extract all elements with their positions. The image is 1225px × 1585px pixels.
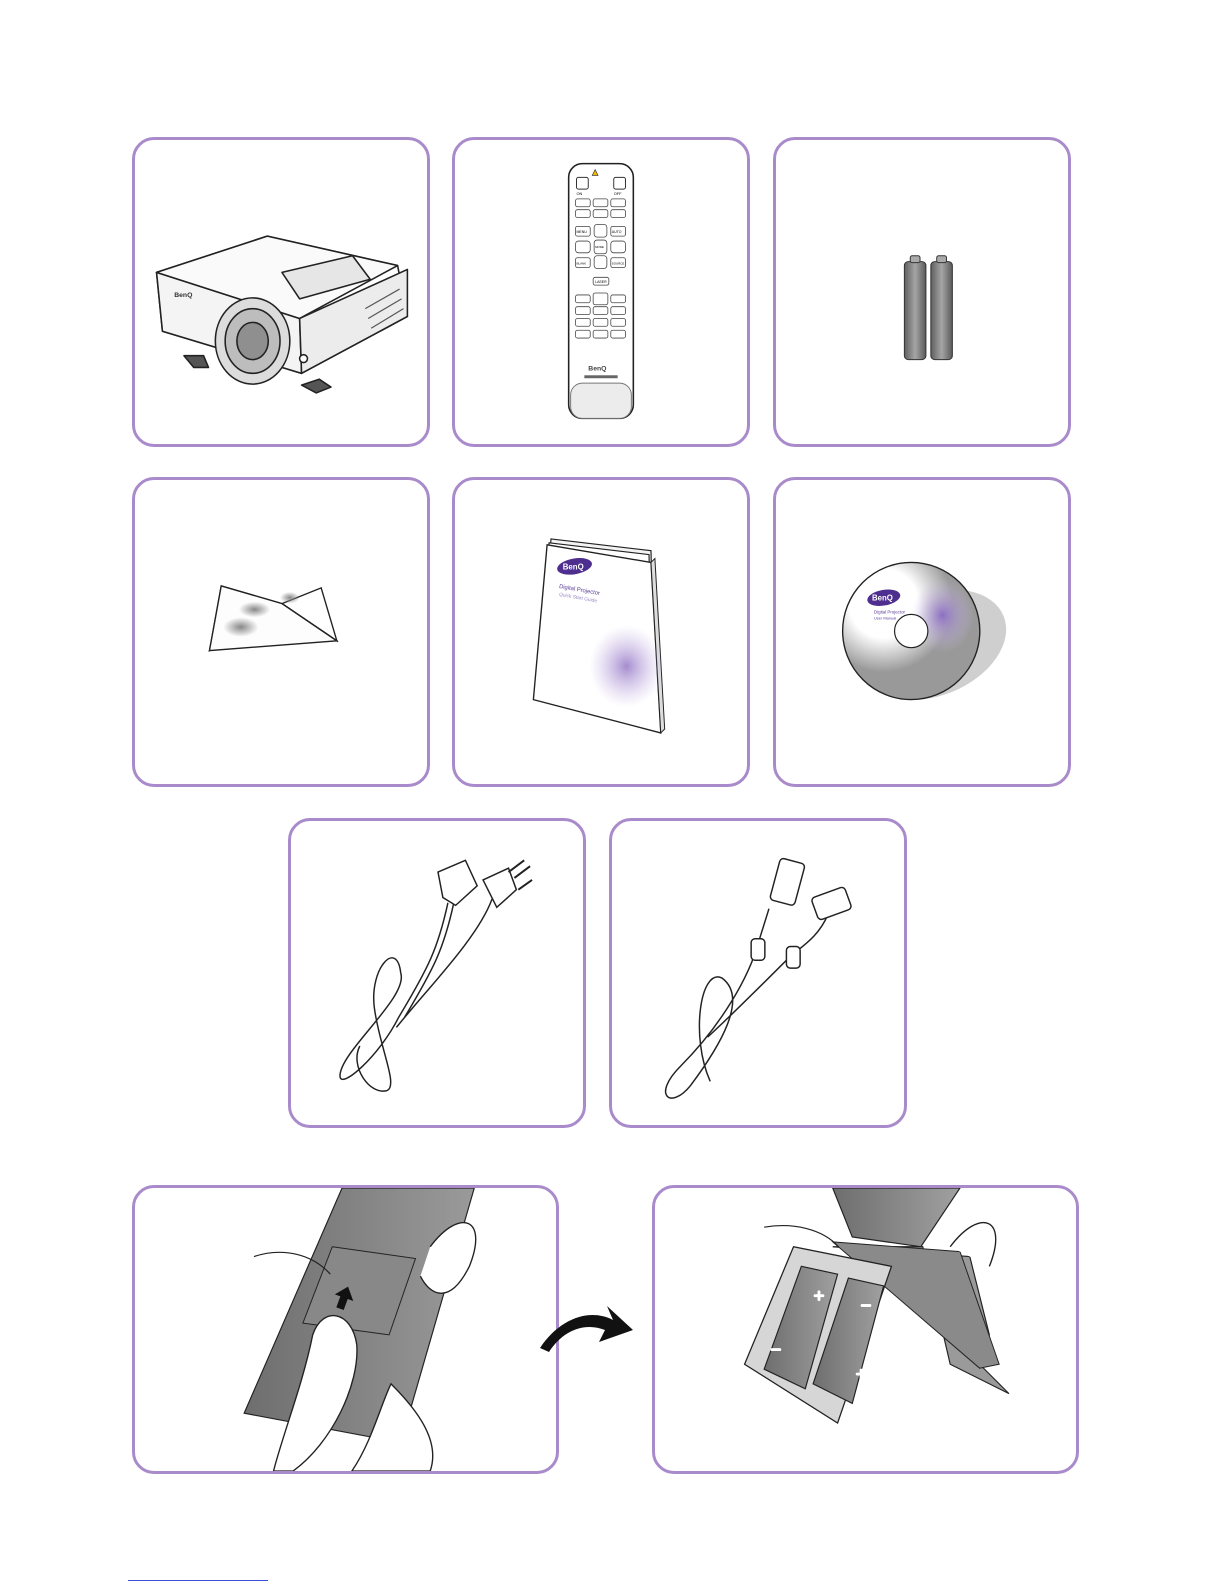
- cd-title-line1: Digital Projector: [874, 609, 906, 614]
- remote-battery-insert-illustration: [655, 1188, 1076, 1471]
- cd-title-line2: User Manual: [874, 615, 896, 620]
- remote-cover-slide-illustration: [135, 1188, 556, 1471]
- item-power-cord: [288, 818, 586, 1128]
- item-user-manual-cd: BenQ Digital Projector User Manual: [773, 477, 1071, 787]
- batteries-illustration: [776, 140, 1068, 444]
- cd-logo: BenQ: [872, 594, 893, 603]
- item-remote-control: ON OFF MENU AUTO MODE BLANK SOURCE LASER…: [452, 137, 750, 447]
- remote-menu-label: MENU: [577, 230, 588, 234]
- remote-illustration: ON OFF MENU AUTO MODE BLANK SOURCE LASER…: [455, 140, 747, 444]
- cd-illustration: BenQ Digital Projector User Manual: [776, 480, 1068, 784]
- footer-link-underline: [128, 1580, 268, 1581]
- remote-source-label: SOURCE: [612, 262, 625, 266]
- remote-logo: BenQ: [588, 365, 607, 372]
- remote-auto-label: AUTO: [612, 230, 622, 234]
- power-cord-illustration: [291, 821, 583, 1125]
- next-step-arrow-icon: [535, 1298, 635, 1358]
- step-open-battery-cover: [132, 1185, 559, 1474]
- remote-off-label: OFF: [614, 191, 622, 196]
- item-quick-start-guide: BenQ Digital Projector Quick Start Guide: [452, 477, 750, 787]
- step-insert-batteries: [652, 1185, 1079, 1474]
- item-warranty-card: [132, 477, 430, 787]
- remote-laser-label: LASER: [595, 280, 607, 284]
- remote-mode-label: MODE: [595, 245, 604, 249]
- projector-illustration: BenQ: [135, 140, 427, 444]
- item-vga-cable: [609, 818, 907, 1128]
- warranty-card-illustration: [135, 480, 427, 784]
- item-batteries: [773, 137, 1071, 447]
- projector-logo: BenQ: [174, 292, 193, 299]
- guide-illustration: BenQ Digital Projector Quick Start Guide: [455, 480, 747, 784]
- remote-on-label: ON: [577, 191, 583, 196]
- item-projector: BenQ: [132, 137, 430, 447]
- remote-blank-label: BLANK: [577, 262, 587, 266]
- guide-logo: BenQ: [563, 562, 584, 571]
- vga-cable-illustration: [612, 821, 904, 1125]
